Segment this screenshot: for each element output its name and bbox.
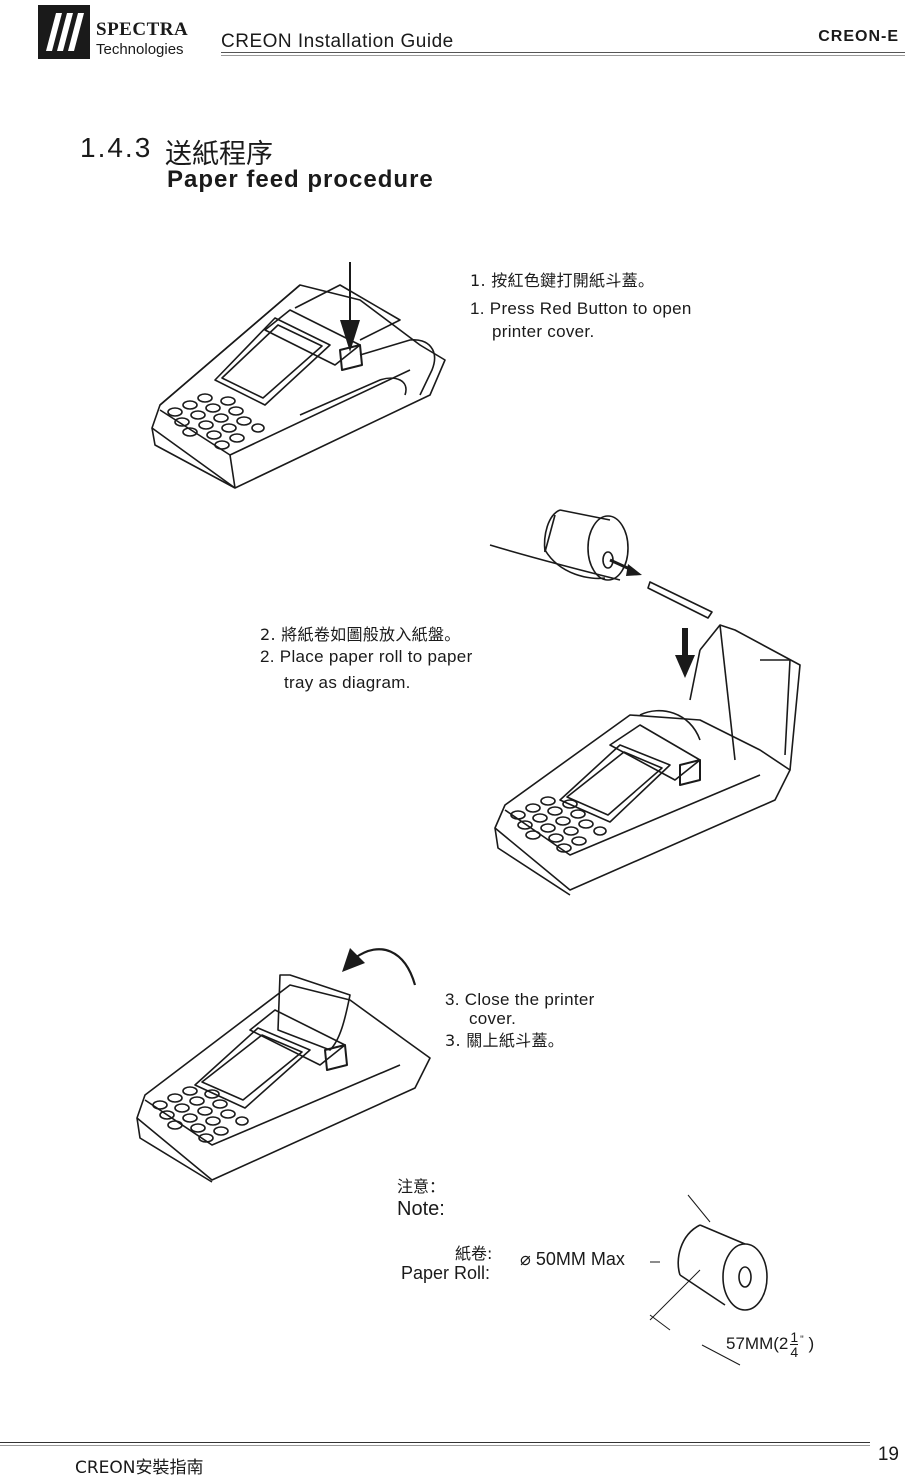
guide-title: CREON Installation Guide — [221, 31, 454, 52]
paper-roll-label-cn: 紙卷: — [455, 1244, 493, 1263]
page-number: 19 — [877, 1444, 899, 1465]
step-1-cn: 1. 按紅色鍵打開紙斗蓋。 — [470, 271, 655, 290]
spectra-logo-icon — [38, 5, 90, 59]
brand-subtitle: Technologies — [96, 41, 184, 58]
section-number: 1.4.3 — [80, 132, 153, 163]
footer-divider-secondary — [0, 1445, 870, 1446]
note-label-en: Note: — [397, 1198, 445, 1220]
header-divider — [221, 52, 905, 53]
section-title-cn: 送紙程序 — [165, 139, 273, 170]
paper-roll-diameter: ⌀ 50MM Max — [520, 1249, 625, 1269]
terminal-open-icon — [494, 624, 801, 896]
step-3-cn: 3. 關上紙斗蓋。 — [445, 1031, 565, 1050]
paper-roll-label-en: Paper Roll: — [401, 1263, 491, 1283]
step-2-en-line1: 2. Place paper roll to paper — [260, 647, 473, 666]
footer-text: CREON安裝指南 — [75, 1458, 204, 1478]
paper-roll-dimension-icon — [649, 1194, 768, 1366]
fraction-numerator: 1 — [790, 1329, 799, 1345]
step-3-en-line2: cover. — [469, 1009, 517, 1028]
terminal-closing-icon — [136, 974, 431, 1183]
inch-mark: " — [800, 1334, 804, 1346]
fraction-denominator: 4 — [790, 1344, 799, 1360]
paper-roll-icon — [489, 509, 629, 581]
brand-name: SPECTRA — [96, 19, 189, 40]
width-close: ) — [808, 1333, 815, 1353]
step-1-en-line1: 1. Press Red Button to open — [470, 299, 692, 318]
model-name: CREON-E — [818, 28, 899, 45]
header-divider-secondary — [221, 55, 905, 56]
footer-divider — [0, 1442, 870, 1443]
step-3-en-line1: 3. Close the printer — [445, 990, 595, 1009]
roll-spindle-icon — [647, 581, 713, 619]
step-1-en-line2: printer cover. — [492, 322, 595, 341]
section-title-en: Paper feed procedure — [167, 166, 434, 193]
step-2-en-line2: tray as diagram. — [284, 673, 411, 692]
width-prefix: 57MM(2 — [726, 1333, 789, 1353]
terminal-closed-icon — [151, 284, 446, 489]
step-2-cn: 2. 將紙卷如圖般放入紙盤。 — [260, 625, 461, 644]
note-label-cn: 注意： — [397, 1177, 446, 1196]
